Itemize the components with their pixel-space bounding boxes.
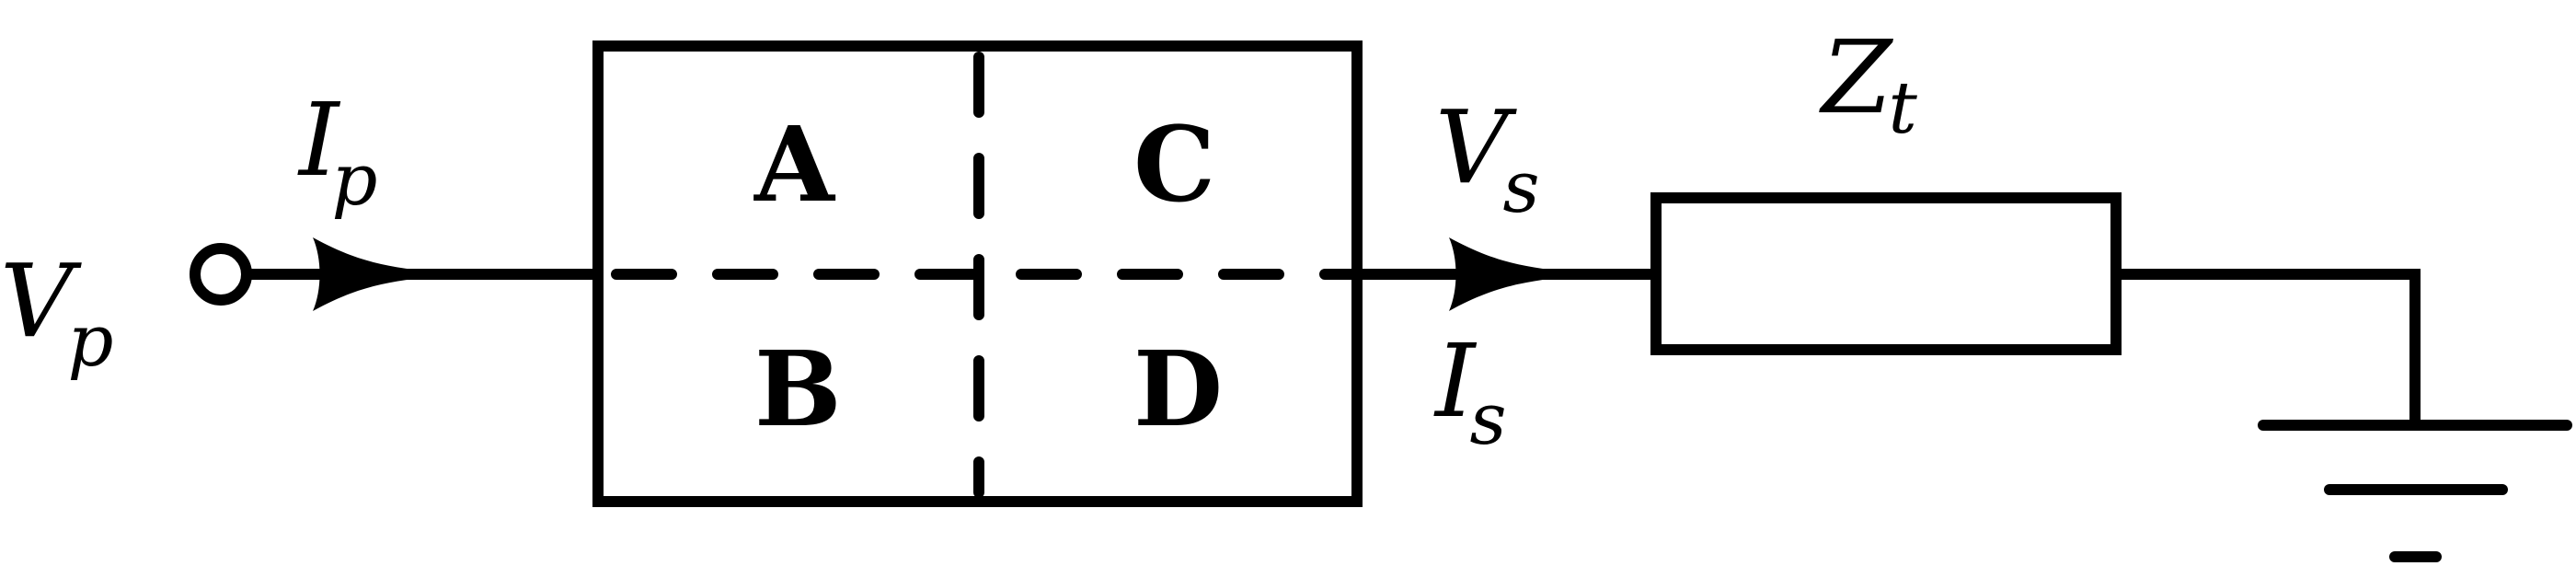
secondary-current-arrow	[1449, 237, 1550, 311]
matrix-d-label: D	[1133, 329, 1223, 450]
secondary-voltage-label: Vs	[1435, 88, 1539, 229]
primary-terminal	[190, 243, 252, 306]
secondary-current-label: Is	[1433, 322, 1506, 461]
primary-current-arrow	[313, 237, 414, 311]
impedance-label: Zt	[1819, 18, 1917, 150]
primary-current-label: Ip	[297, 81, 377, 222]
matrix-b-label: B	[754, 329, 842, 450]
matrix-c-label: C	[1133, 105, 1215, 225]
matrix-a-label: A	[753, 105, 836, 225]
load-impedance	[1650, 192, 2122, 355]
impedance-accent: ~	[1840, 0, 1902, 34]
primary-voltage-label: Vp	[0, 242, 113, 383]
ground-wire	[2116, 269, 2421, 423]
